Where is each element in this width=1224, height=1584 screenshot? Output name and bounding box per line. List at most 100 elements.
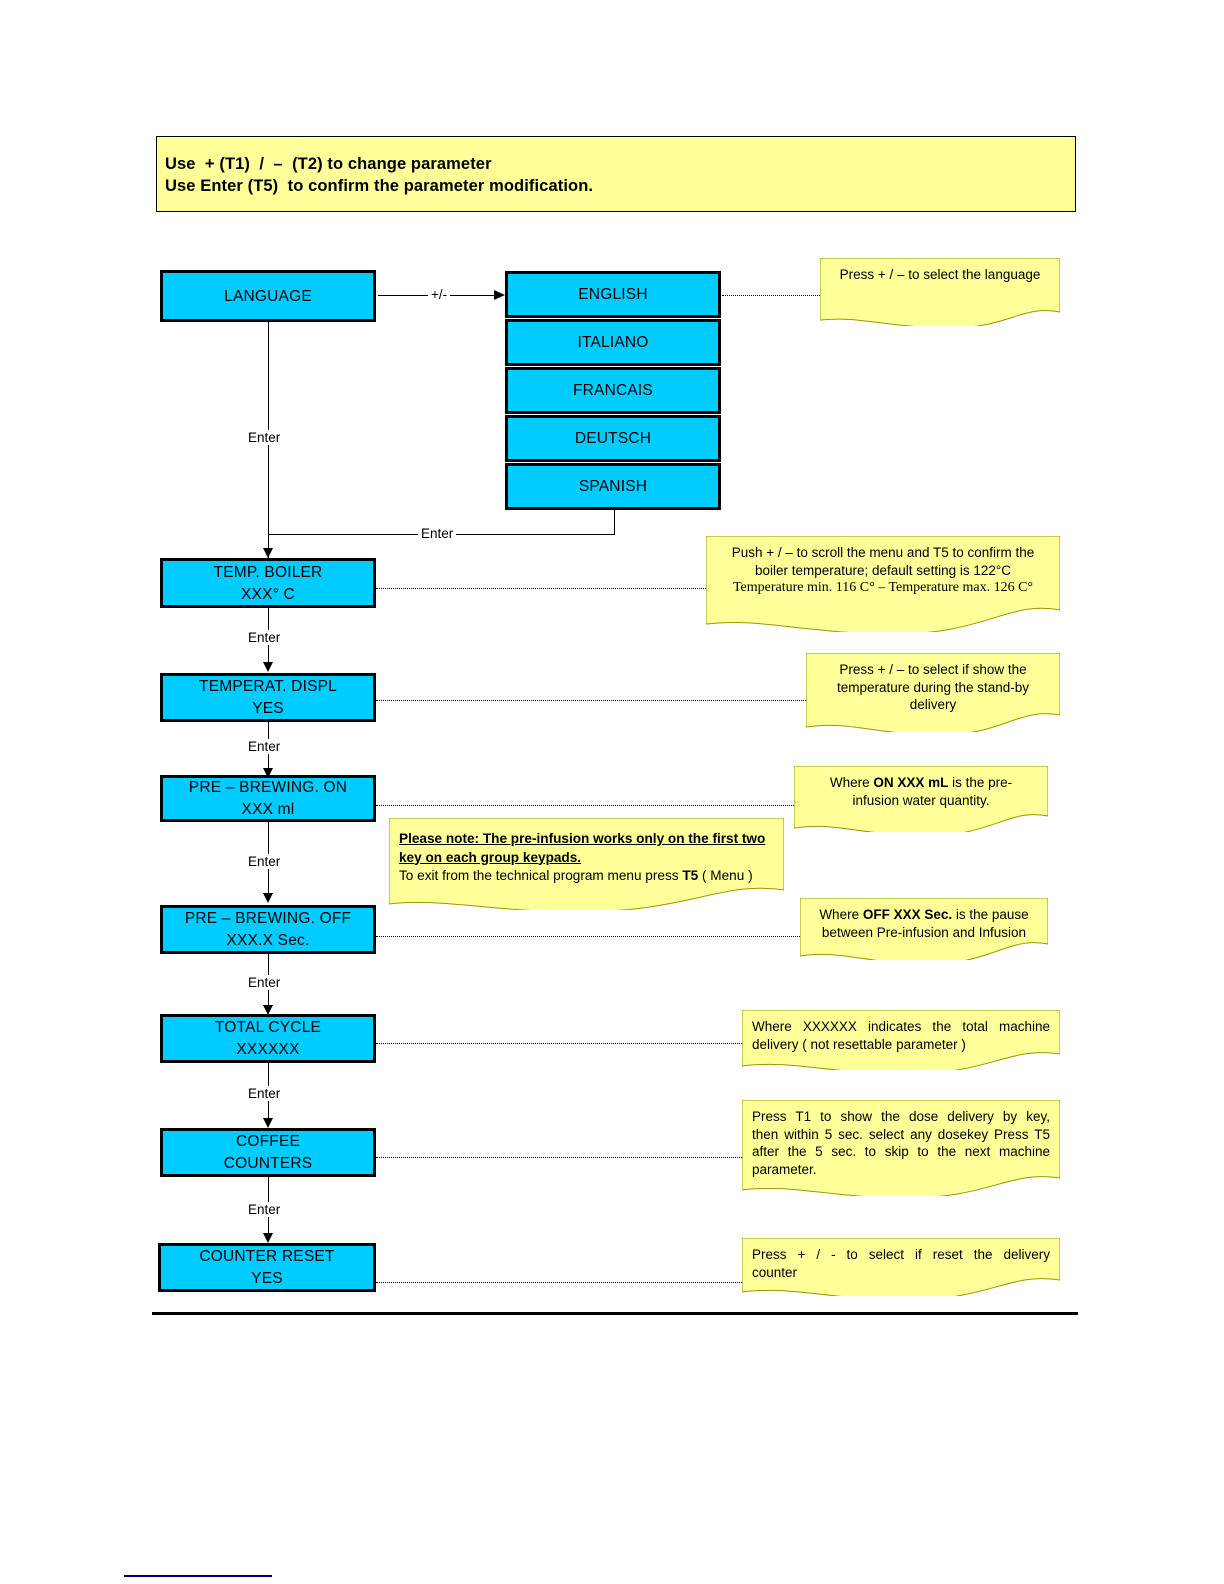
- flow-box-language-italiano[interactable]: ITALIANO: [505, 319, 721, 366]
- callout-temperat-displ-text: Press + / – to select if show the temper…: [806, 653, 1060, 714]
- callout-counter-reset: Press + / - to select if reset the deliv…: [742, 1238, 1060, 1296]
- callout-counter-reset-line2: counter: [752, 1264, 798, 1280]
- callout-please-note-line3-post: ( Menu ): [698, 868, 753, 883]
- instruction-banner: Use + (T1) / – (T2) to change parameter …: [156, 136, 1076, 212]
- callout-prebrewing-on-text: Where ON XXX mL is the pre- infusion wat…: [794, 766, 1048, 809]
- callout-temp-boiler-line3: Temperature min. 116 C° – Temperature ma…: [732, 580, 1034, 595]
- flow-box-coffee-counters-line2: COUNTERS: [223, 1155, 313, 1172]
- callout-shape: [742, 1238, 1060, 1296]
- callout-please-note-text: Please note: The pre-infusion works only…: [389, 818, 784, 886]
- flow-box-counter-reset-line2: YES: [251, 1270, 283, 1287]
- callout-prebrewing-off-text: Where OFF XXX Sec. is the pause between …: [800, 898, 1048, 941]
- flow-box-total-cycle-line1: TOTAL CYCLE: [214, 1019, 322, 1036]
- callout-prebrewing-off-line2: between Pre-infusion and Infusion: [821, 924, 1027, 940]
- flow-box-temperat-displ-line2: YES: [252, 700, 284, 717]
- callout-shape: [389, 818, 784, 910]
- callout-coffee-counters-line3: after the 5 sec. to skip to the next mac…: [752, 1144, 1050, 1159]
- leader-prebrewing-off-note: [376, 936, 800, 937]
- edge-label-enter-language: Enter: [245, 430, 284, 445]
- leader-prebrewing-on-note: [376, 805, 794, 806]
- callout-please-note-line3-bold: T5: [682, 868, 699, 883]
- flow-box-temp-boiler[interactable]: TEMP. BOILER XXX° C: [160, 558, 376, 608]
- flow-box-prebrewing-off-line1: PRE – BREWING. OFF: [184, 910, 352, 927]
- edge-label-enter-temperat-displ: Enter: [245, 739, 284, 754]
- callout-please-note-line3: To exit from the technical program menu …: [399, 867, 774, 886]
- flow-box-coffee-counters[interactable]: COFFEE COUNTERS: [160, 1128, 376, 1177]
- callout-language-text: Press + / – to select the language: [839, 267, 1041, 282]
- arrow-down-icon: [263, 1118, 273, 1128]
- callout-please-note-line2: key on each group keypads.: [399, 849, 582, 865]
- arrow-down-icon: [263, 1233, 273, 1243]
- flow-box-prebrewing-off[interactable]: PRE – BREWING. OFF XXX.X Sec.: [160, 905, 376, 954]
- callout-prebrewing-off-pre: Where: [819, 907, 863, 922]
- edge-label-enter-coffee-counters: Enter: [245, 1202, 284, 1217]
- callout-prebrewing-on-line2: infusion water quantity.: [852, 792, 990, 808]
- flow-box-temp-boiler-line1: TEMP. BOILER: [213, 563, 323, 581]
- flow-box-prebrewing-off-line2: XXX.X Sec.: [226, 932, 310, 949]
- flow-box-language-label: LANGUAGE: [224, 287, 312, 305]
- flow-box-language-spanish[interactable]: SPANISH: [505, 463, 721, 510]
- callout-total-cycle-text: Where XXXXXX indicates the total machine…: [742, 1010, 1060, 1053]
- callout-prebrewing-off-bold: OFF XXX Sec.: [862, 907, 953, 922]
- leader-temp-boiler-note: [376, 588, 706, 589]
- callout-please-note-line3-pre: To exit from the technical program menu …: [399, 868, 683, 883]
- callout-shape: [706, 536, 1060, 632]
- flow-box-prebrewing-on[interactable]: PRE – BREWING. ON XXX ml: [160, 775, 376, 822]
- arrow-down-icon: [263, 768, 273, 778]
- arrow-down-icon: [263, 893, 273, 903]
- callout-temperat-displ-line2: temperature during the stand-by: [836, 679, 1030, 695]
- flow-box-language-deutsch[interactable]: DEUTSCH: [505, 415, 721, 462]
- callout-prebrewing-off-post: is the pause: [952, 907, 1029, 922]
- flow-box-temperat-displ-line1: TEMPERAT. DISPL: [199, 678, 337, 695]
- edge-label-enter-prebrewing-off: Enter: [245, 975, 284, 990]
- callout-please-note-line1: Please note: The pre-infusion works only…: [399, 831, 766, 846]
- flow-box-language[interactable]: LANGUAGE: [160, 270, 376, 322]
- instruction-line-2: Use Enter (T5) to confirm the parameter …: [165, 177, 594, 195]
- flow-box-temp-boiler-line2: XXX° C: [241, 585, 295, 603]
- instruction-line-1: Use + (T1) / – (T2) to change parameter: [165, 155, 492, 173]
- callout-total-cycle-line2: delivery ( not resettable parameter ): [752, 1036, 966, 1052]
- flow-box-language-italiano-label: ITALIANO: [577, 333, 649, 351]
- edge-label-enter-temp-boiler: Enter: [245, 630, 284, 645]
- flow-box-language-english-label: ENGLISH: [578, 285, 648, 303]
- edge-label-plus-minus: +/-: [428, 287, 451, 302]
- edge-label-enter-prebrewing-on: Enter: [245, 854, 284, 869]
- callout-prebrewing-on-line1: Where ON XXX mL is the pre-: [804, 774, 1038, 792]
- flow-box-language-english[interactable]: ENGLISH: [505, 271, 721, 318]
- flow-box-prebrewing-on-line2: XXX ml: [241, 801, 295, 818]
- flow-box-language-spanish-label: SPANISH: [578, 477, 648, 495]
- arrow-right-icon: [494, 290, 505, 300]
- flow-box-language-francais-label: FRANCAIS: [573, 381, 653, 399]
- callout-prebrewing-off-line1: Where OFF XXX Sec. is the pause: [810, 906, 1038, 924]
- page-bottom-rule: [152, 1312, 1078, 1315]
- callout-temp-boiler-line1: Push + / – to scroll the menu and T5 to …: [731, 545, 1035, 560]
- callout-shape: [742, 1100, 1060, 1196]
- callout-temperat-displ: Press + / – to select if show the temper…: [806, 653, 1060, 732]
- callout-shape: [794, 766, 1048, 832]
- callout-coffee-counters-line4: parameter.: [752, 1161, 817, 1177]
- leader-coffee-counters-note: [376, 1157, 742, 1158]
- flow-box-total-cycle[interactable]: TOTAL CYCLE XXXXXX: [160, 1014, 376, 1063]
- arrow-down-icon: [263, 1005, 273, 1015]
- flow-box-language-deutsch-label: DEUTSCH: [574, 429, 652, 447]
- connector-options-return-down: [614, 510, 615, 535]
- leader-total-cycle-note: [376, 1043, 742, 1044]
- flow-box-counter-reset[interactable]: COUNTER RESET YES: [158, 1243, 376, 1292]
- flow-box-prebrewing-on-line1: PRE – BREWING. ON: [188, 779, 348, 796]
- flow-box-total-cycle-line2: XXXXXX: [236, 1041, 300, 1058]
- callout-prebrewing-on-pre: Where: [829, 775, 874, 790]
- callout-shape: [820, 258, 1060, 326]
- leader-language-note: [722, 295, 820, 296]
- callout-coffee-counters-line1: Press T1 to show the dose delivery by ke…: [752, 1109, 1050, 1124]
- callout-counter-reset-text: Press + / - to select if reset the deliv…: [742, 1238, 1060, 1281]
- callout-please-note: Please note: The pre-infusion works only…: [389, 818, 784, 910]
- flow-box-temperat-displ[interactable]: TEMPERAT. DISPL YES: [160, 673, 376, 722]
- edge-label-enter-total-cycle: Enter: [245, 1086, 284, 1101]
- callout-prebrewing-on-post: is the pre-: [948, 775, 1013, 790]
- callout-temperat-displ-line3: delivery: [909, 697, 957, 712]
- callout-temp-boiler-line2: boiler temperature; default setting is 1…: [754, 562, 1012, 578]
- flow-box-coffee-counters-line1: COFFEE: [235, 1133, 301, 1150]
- leader-temperat-displ-note: [376, 700, 806, 701]
- flow-box-language-francais[interactable]: FRANCAIS: [505, 367, 721, 414]
